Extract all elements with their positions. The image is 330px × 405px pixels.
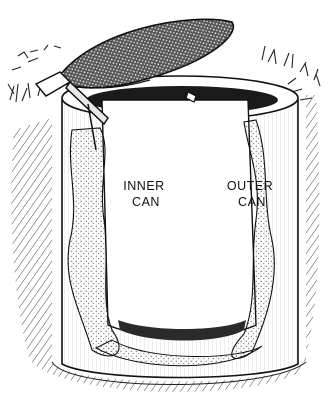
label-outer-can-line-2: CAN — [238, 195, 266, 209]
inner-can — [102, 100, 256, 336]
label-inner-can-line-2: CAN — [132, 195, 160, 209]
label-inner-can-line-1: INNER — [123, 179, 164, 193]
label-outer-can-line-1: OUTER — [227, 179, 273, 193]
